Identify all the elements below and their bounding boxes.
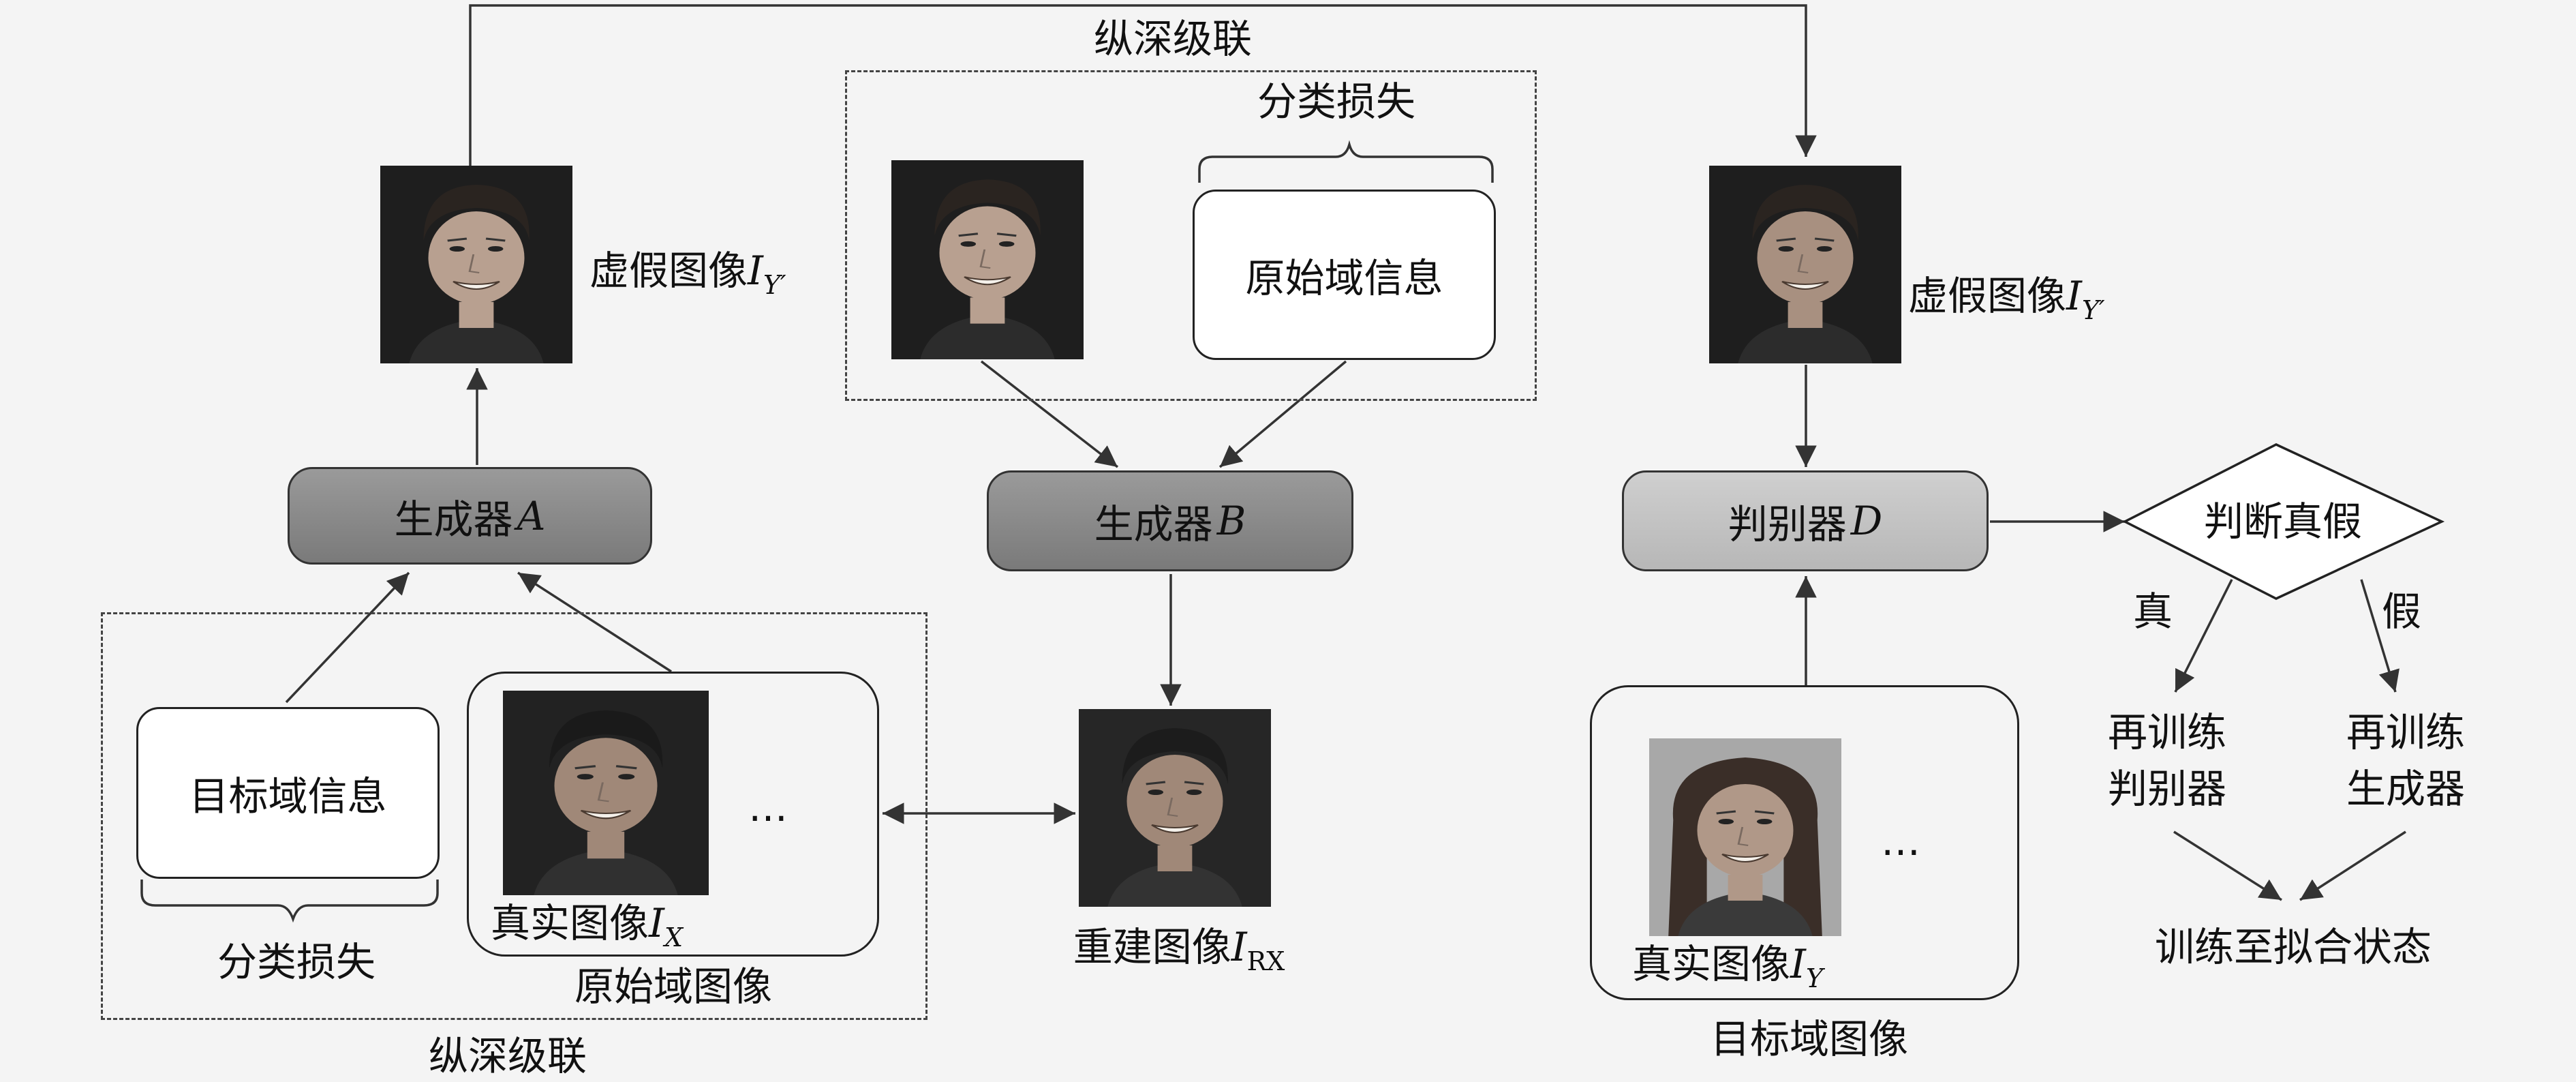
reconstructed-image-face (1079, 709, 1271, 907)
arrow-target-info-to-genA (285, 571, 410, 704)
class-loss-top: 分类损失 (1257, 78, 1416, 125)
dashed-group-bottom (101, 612, 927, 1020)
arrow-judge-false (2360, 579, 2399, 693)
real-image-x-face (503, 691, 709, 895)
judge-diamond (2122, 443, 2445, 600)
reconstructed-image-label: 重建图像IRX (1073, 924, 1285, 976)
cascade-input-face (891, 160, 1084, 359)
source-domain-info-box: 原始域信息 (1193, 190, 1496, 360)
cascade-label-bottom: 纵深级联 (428, 1033, 587, 1079)
retrain-discriminator-line1: 再训练 (2107, 709, 2227, 755)
target-domain-images-label: 目标域图像 (1710, 1016, 1909, 1062)
source-image-container (467, 672, 879, 957)
source-domain-images-label: 原始域图像 (574, 963, 773, 1010)
target-image-container (1590, 685, 2019, 1000)
arrow-retrain-disc-to-fit (2173, 830, 2282, 901)
class-loss-bottom: 分类损失 (217, 939, 376, 985)
arrow-retrain-gen-to-fit (2299, 830, 2406, 901)
fake-image-right-face (1709, 166, 1901, 363)
cascade-link-top (469, 4, 1817, 167)
target-domain-info-box: 目标域信息 (136, 707, 440, 879)
real-image-y-face (1649, 738, 1841, 936)
true-label: 真 (2133, 588, 2173, 635)
false-label: 假 (2382, 588, 2422, 635)
retrain-generator-line1: 再训练 (2346, 709, 2466, 755)
brace-bottom (140, 880, 439, 923)
cascade-label-top: 纵深级联 (1094, 16, 1253, 62)
arrow-face-to-genB (980, 360, 1119, 468)
real-image-x-label: 真实图像IX (491, 900, 683, 952)
retrain-discriminator-line2: 判别器 (2107, 766, 2227, 812)
ellipsis-target: … (1881, 818, 1920, 865)
brace-top (1198, 140, 1494, 183)
fake-image-right-label: 虚假图像IY′ (1908, 273, 2105, 325)
arrow-judge-true (2174, 579, 2233, 693)
retrain-generator-line2: 生成器 (2346, 766, 2466, 812)
fake-image-left-label: 虚假图像IY′ (589, 247, 786, 300)
ellipsis-source: … (748, 784, 788, 830)
dashed-group-top (845, 70, 1537, 401)
arrow-real-to-genA (517, 571, 672, 673)
arrow-source-info-to-genB (1218, 360, 1347, 468)
real-image-y-label: 真实图像IY (1632, 941, 1824, 993)
judge-label: 判断真假 (2203, 498, 2363, 545)
fake-image-left-face (380, 166, 572, 363)
train-to-fit-label: 训练至拟合状态 (2154, 924, 2432, 970)
